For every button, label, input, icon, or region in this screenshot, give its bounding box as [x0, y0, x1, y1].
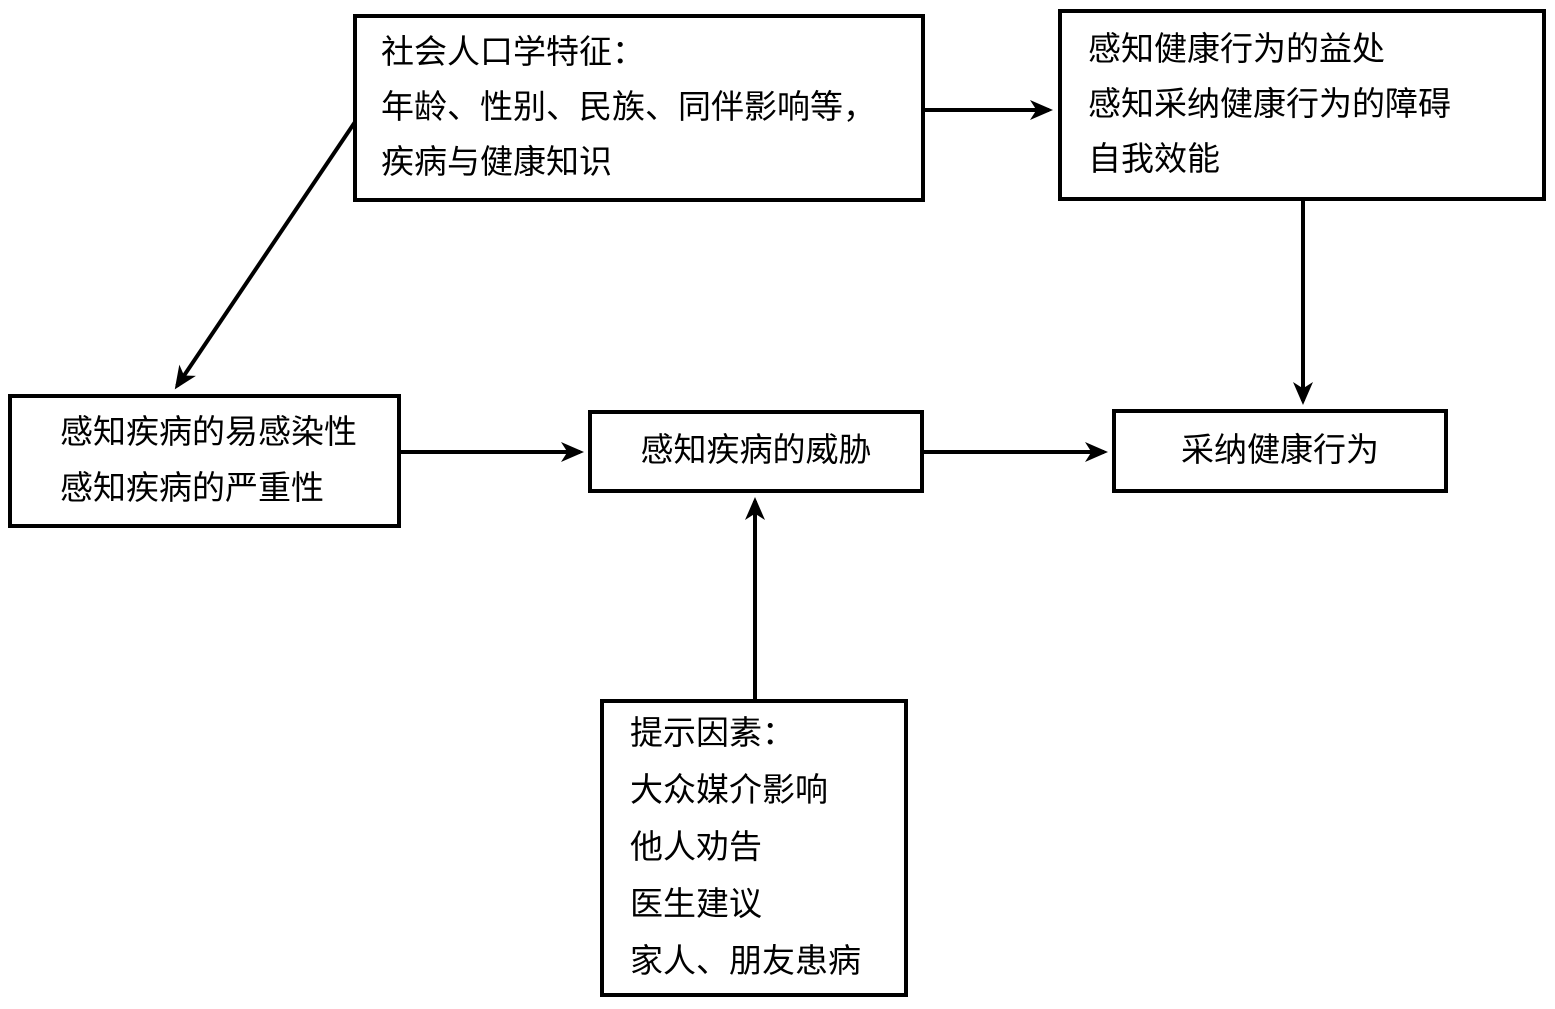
box-cues-line-1: 提示因素： [630, 715, 795, 752]
box-cues-line-4: 医生建议 [630, 886, 762, 923]
box-cues-line-5: 家人、朋友患病 [630, 943, 861, 980]
box-cues: 提示因素： 大众媒介影响 他人劝告 医生建议 家人、朋友患病 [600, 699, 908, 997]
box-demographics-line-3: 疾病与健康知识 [381, 144, 612, 181]
box-disease-perceptions-line-1: 感知疾病的易感染性 [60, 415, 357, 451]
box-demographics-line-2: 年龄、性别、民族、同伴影响等， [381, 89, 876, 126]
box-threat-label: 感知疾病的威胁 [640, 433, 872, 469]
box-adoption-label: 采纳健康行为 [1181, 432, 1379, 469]
box-behavior-perceptions-line-2: 感知采纳健康行为的障碍 [1088, 86, 1451, 123]
box-demographics-line-1: 社会人口学特征： [381, 34, 645, 71]
box-behavior-perceptions: 感知健康行为的益处 感知采纳健康行为的障碍 自我效能 [1058, 9, 1546, 201]
box-adoption: 采纳健康行为 [1112, 409, 1448, 493]
box-behavior-perceptions-line-1: 感知健康行为的益处 [1088, 31, 1385, 68]
box-behavior-perceptions-line-3: 自我效能 [1088, 141, 1220, 178]
box-disease-perceptions-line-2: 感知疾病的严重性 [60, 471, 324, 507]
box-demographics: 社会人口学特征： 年龄、性别、民族、同伴影响等， 疾病与健康知识 [353, 14, 925, 202]
box-cues-line-3: 他人劝告 [630, 829, 762, 866]
box-threat: 感知疾病的威胁 [588, 410, 924, 493]
box-disease-perceptions: 感知疾病的易感染性 感知疾病的严重性 [8, 394, 401, 528]
box-cues-line-2: 大众媒介影响 [630, 772, 828, 809]
arrow-demographics-to-disease-perceptions [174, 120, 357, 390]
